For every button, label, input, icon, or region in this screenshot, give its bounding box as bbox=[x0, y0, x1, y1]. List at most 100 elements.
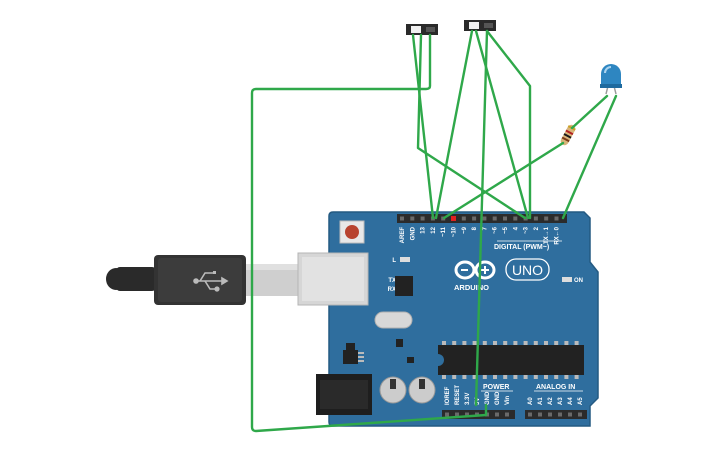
header-hole[interactable] bbox=[455, 412, 459, 417]
pin-label: A2 bbox=[548, 397, 554, 405]
pin-label: 5V bbox=[475, 398, 481, 405]
svg-text:TX: TX bbox=[388, 278, 396, 284]
analog-pin-labels: A0 A1 A2 A3 A4 A5 bbox=[528, 397, 584, 405]
header-hole[interactable] bbox=[420, 216, 425, 221]
header-hole[interactable] bbox=[533, 216, 538, 221]
header-hole[interactable] bbox=[410, 216, 415, 221]
header-hole[interactable] bbox=[495, 412, 499, 417]
pin-label: TX→1 bbox=[544, 226, 550, 244]
header-hole[interactable] bbox=[578, 412, 582, 417]
pin-label: A3 bbox=[558, 397, 564, 405]
dc-power-jack[interactable] bbox=[316, 374, 372, 415]
pin-label: RX←0 bbox=[555, 226, 561, 244]
pin-label: 3.3V bbox=[465, 393, 471, 405]
pin-label: GND bbox=[410, 226, 416, 240]
slide-switch-left[interactable] bbox=[406, 24, 438, 35]
wire[interactable] bbox=[474, 29, 489, 407]
header-hole[interactable] bbox=[558, 412, 562, 417]
usb-plug-metal-highlight bbox=[246, 264, 298, 270]
slide-switch-right[interactable] bbox=[464, 20, 496, 31]
pin-label: RESET bbox=[455, 385, 461, 405]
wires bbox=[250, 29, 618, 433]
header-hole[interactable] bbox=[554, 216, 559, 221]
pin-label: 13 bbox=[421, 226, 427, 233]
wire[interactable] bbox=[474, 29, 530, 220]
header-hole[interactable] bbox=[528, 412, 532, 417]
header-hole[interactable] bbox=[400, 216, 404, 221]
header-hole[interactable] bbox=[513, 216, 518, 221]
pin-label: A0 bbox=[528, 397, 534, 405]
usb-b-port[interactable] bbox=[297, 252, 369, 306]
wire[interactable] bbox=[442, 141, 565, 220]
header-hole[interactable] bbox=[492, 216, 497, 221]
header-hole[interactable] bbox=[472, 216, 477, 221]
pin-label: 12 bbox=[431, 226, 437, 233]
wire[interactable] bbox=[434, 29, 474, 220]
smd-component bbox=[407, 357, 414, 363]
svg-text:RX: RX bbox=[388, 287, 396, 293]
pin-label: 8 bbox=[472, 226, 478, 230]
pin-label: ~10 bbox=[452, 226, 458, 237]
header-hole[interactable] bbox=[482, 216, 487, 221]
header-hole[interactable] bbox=[503, 216, 507, 221]
capacitor bbox=[408, 376, 436, 404]
crystal-oscillator bbox=[374, 311, 413, 329]
pin13-led-marker bbox=[451, 216, 456, 221]
pin-label: IOREF bbox=[445, 386, 451, 405]
analog-header bbox=[525, 410, 587, 419]
atmega328-chip bbox=[438, 341, 584, 379]
smd-component bbox=[396, 339, 403, 347]
pin-label: 2 bbox=[534, 226, 540, 230]
pin-label: A5 bbox=[578, 397, 584, 405]
pin-label: GND bbox=[495, 391, 501, 405]
reset-button[interactable] bbox=[339, 220, 365, 244]
led-l: L bbox=[392, 257, 410, 264]
pin-label: A1 bbox=[538, 397, 544, 405]
wire[interactable] bbox=[411, 33, 435, 220]
pin-label: AREF bbox=[400, 227, 406, 244]
pin-label: ~3 bbox=[524, 226, 530, 234]
pin-label: A4 bbox=[568, 397, 574, 405]
usb-symbol-icon bbox=[193, 271, 229, 292]
header-hole[interactable] bbox=[544, 216, 549, 221]
wire[interactable] bbox=[561, 94, 618, 220]
analog-header-label: ANALOG IN bbox=[536, 384, 575, 391]
wire[interactable] bbox=[250, 33, 488, 433]
header-hole[interactable] bbox=[465, 412, 469, 417]
pin-label: ~11 bbox=[441, 226, 447, 237]
blue-led[interactable] bbox=[600, 64, 622, 95]
brand-label: ARDUINO bbox=[454, 283, 489, 292]
header-hole[interactable] bbox=[548, 412, 552, 417]
wire[interactable] bbox=[416, 33, 527, 220]
model-label: UNO bbox=[512, 262, 543, 278]
pin-label: 4 bbox=[513, 226, 519, 230]
power-header-label: POWER bbox=[483, 384, 509, 391]
header-hole[interactable] bbox=[445, 412, 449, 417]
digital-header-label: DIGITAL (PWM~) bbox=[494, 244, 549, 251]
header-hole[interactable] bbox=[568, 412, 572, 417]
pin-label: Vin bbox=[505, 395, 511, 405]
header-hole[interactable] bbox=[505, 412, 509, 417]
pin-label: ~6 bbox=[493, 226, 499, 234]
usb-cable[interactable] bbox=[106, 255, 298, 305]
header-hole[interactable] bbox=[538, 412, 542, 417]
voltage-regulator bbox=[343, 343, 364, 364]
svg-text:ON: ON bbox=[574, 278, 583, 284]
led-on: ON bbox=[562, 277, 583, 284]
pin-label: ~9 bbox=[462, 226, 468, 234]
arduino-infinity-logo bbox=[454, 260, 496, 280]
pin-label: 7 bbox=[482, 226, 488, 230]
usb-chip bbox=[395, 276, 413, 296]
cable-strain-relief bbox=[116, 267, 156, 291]
pin-label: GND bbox=[485, 391, 491, 405]
uno-badge: UNO bbox=[505, 258, 550, 281]
wire[interactable] bbox=[485, 29, 532, 220]
capacitor bbox=[379, 376, 407, 404]
wire[interactable] bbox=[570, 94, 609, 130]
power-pin-labels: IOREF RESET 3.3V 5V GND GND Vin bbox=[445, 385, 511, 405]
header-hole[interactable] bbox=[461, 216, 466, 221]
